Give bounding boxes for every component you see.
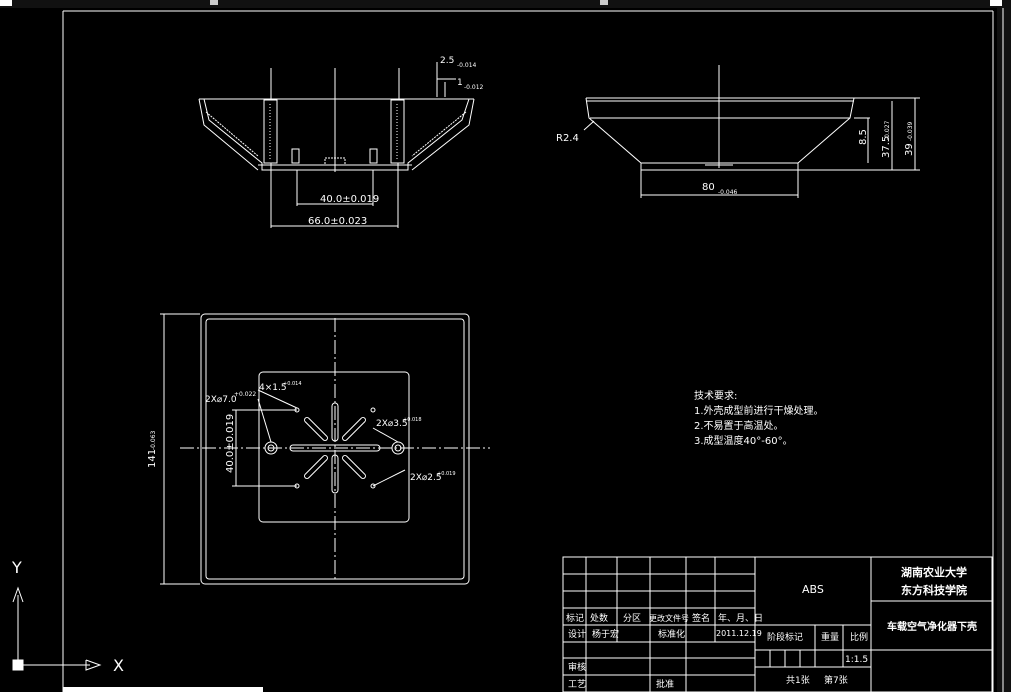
callout-hole-3-5: 2X⌀3.5 [376, 419, 408, 429]
dim-37-5: 37.5 [881, 136, 892, 158]
header-zone: 分区 [623, 613, 641, 624]
sheets-total: 共1张 [786, 675, 810, 686]
stage-label: 阶段标记 [767, 631, 803, 643]
dim-1: 1 [457, 78, 463, 88]
dim-2-5: 2.5 [440, 56, 454, 66]
dim-39-tol: -0.039 [907, 121, 914, 141]
top-view [160, 313, 490, 585]
designer-name: 杨于宏 [592, 628, 619, 640]
callout-hole-3-5-tol: +0.018 [403, 417, 422, 423]
technical-requirements: 技术要求: 1.外壳成型前进行干燥处理。 2.不易置于高温处。 3.成型温度40… [694, 389, 824, 447]
viewport-frame [62, 10, 994, 692]
tech-note-item: 3.成型温度40°-60°。 [694, 434, 793, 447]
standardization-label: 标准化 [658, 628, 685, 640]
header-sign: 签名 [692, 612, 710, 624]
tech-note-item: 1.外壳成型前进行干燥处理。 [694, 404, 824, 417]
front-section-view [198, 62, 475, 228]
dim-r2-4: R2.4 [556, 133, 579, 144]
dim-8-5: 8.5 [858, 129, 869, 145]
dim-80: 80 [702, 182, 715, 193]
tech-note-item: 2.不易置于高温处。 [694, 419, 784, 432]
school-line-2: 东方科技学院 [901, 583, 967, 597]
ucs-x-label: X [113, 656, 124, 675]
callout-hole-7: 2X⌀7.0 [205, 395, 237, 405]
right-scrollbar[interactable] [997, 8, 1011, 692]
callout-hole-1-5: 4×1.5 [259, 383, 287, 393]
title-block [562, 556, 993, 692]
part-name: 车载空气净化器下壳 [887, 620, 977, 633]
header-date: 年、月、日 [718, 612, 763, 624]
tech-notes-title: 技术要求: [694, 389, 737, 402]
ucs-y-label: Y [11, 558, 22, 577]
dim-80-tol: -0.046 [718, 189, 738, 196]
scale-label: 比例 [850, 631, 868, 643]
school-line-1: 湖南农业大学 [901, 565, 967, 579]
header-count: 处数 [590, 612, 608, 624]
callout-hole-7-tol: +0.022 [234, 391, 256, 398]
dim-141-tol: -0.063 [150, 430, 157, 450]
dim-37-5-tol: -0.027 [884, 120, 891, 140]
dim-39: 39 [904, 143, 915, 156]
weight-label: 重量 [821, 631, 839, 643]
title-block-text: ABS 湖南农业大学 东方科技学院 车载空气净化器下壳 标记 处数 分区 更改文… [566, 565, 977, 690]
header-mark: 标记 [566, 612, 584, 624]
ucs-axis-icon [12, 586, 102, 671]
dim-40: 40.0±0.019 [320, 194, 379, 205]
callout-hole-2-5-tol: +0.019 [437, 471, 456, 477]
top-scrollbar[interactable] [0, 0, 1011, 8]
callout-hole-2-5: 2X⌀2.5 [410, 473, 442, 483]
process-label: 工艺 [568, 679, 586, 690]
header-change-file: 更改文件号 [649, 613, 689, 623]
side-view [583, 65, 920, 198]
approve-label: 批准 [656, 678, 674, 690]
dim-40-vertical: 40.0±0.019 [225, 414, 236, 473]
callout-hole-1-5-tol: +0.014 [283, 381, 302, 387]
dim-66: 66.0±0.023 [308, 216, 367, 227]
dim-2-5-tol: -0.014 [457, 62, 477, 69]
material: ABS [802, 583, 824, 596]
layout-tabs-strip[interactable] [63, 687, 263, 692]
designer-label: 设计 [568, 628, 586, 640]
scale-value: 1:1.5 [845, 655, 868, 665]
dim-1-tol: -0.012 [464, 84, 484, 91]
dim-141: 141 [147, 449, 158, 468]
design-date: 2011.12.19 [716, 629, 762, 638]
review-label: 审核 [568, 661, 586, 673]
sheet-number: 第7张 [824, 674, 848, 686]
